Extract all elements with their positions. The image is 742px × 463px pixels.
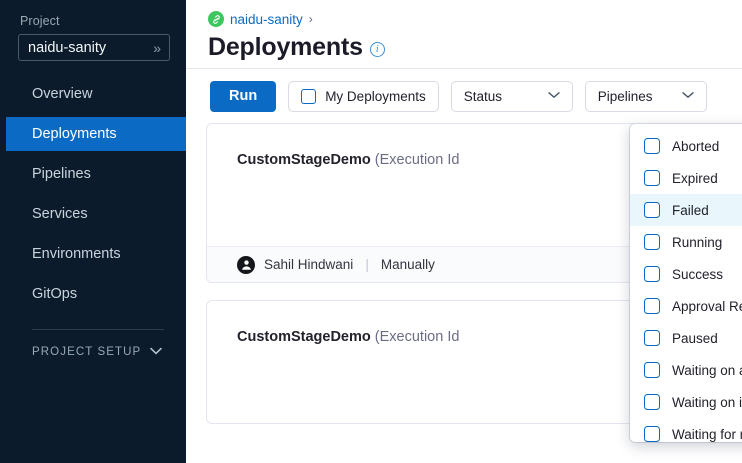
status-option-label: Waiting for resources: [672, 427, 742, 442]
breadcrumb-link-project[interactable]: naidu-sanity: [230, 12, 303, 27]
status-option-label: Waiting on intervention: [672, 395, 742, 410]
footer-separator: |: [365, 257, 369, 272]
status-option-label: Approval Rejected: [672, 299, 742, 314]
project-selector-value: naidu-sanity: [28, 40, 153, 56]
status-option-paused[interactable]: Paused: [630, 322, 742, 354]
chevron-down-icon: [682, 90, 694, 102]
main-content: naidu-sanity › Deployments i CustomStage…: [186, 0, 742, 463]
status-filter-label: Status: [464, 89, 502, 104]
deployment-trigger: Manually: [381, 257, 435, 272]
checkbox-box[interactable]: [644, 330, 660, 346]
checkbox-box[interactable]: [644, 266, 660, 282]
status-option-waiting-on-approval[interactable]: Waiting on approval: [630, 354, 742, 386]
status-option-running[interactable]: Running: [630, 226, 742, 258]
sidebar-item-environments[interactable]: Environments: [0, 237, 186, 271]
checkbox-box[interactable]: [644, 202, 660, 218]
status-option-failed[interactable]: Failed: [630, 194, 742, 226]
checkbox-box[interactable]: [644, 170, 660, 186]
chevron-down-icon: [150, 346, 162, 358]
sidebar-item-overview[interactable]: Overview: [0, 77, 186, 111]
page-title: Deployments: [208, 33, 363, 62]
checkbox-box[interactable]: [644, 362, 660, 378]
status-option-label: Running: [672, 235, 722, 250]
deployment-user: Sahil Hindwani: [264, 257, 353, 272]
deployment-execution-id: (Execution Id: [375, 329, 460, 345]
sidebar-item-services[interactable]: Services: [0, 197, 186, 231]
checkbox-box[interactable]: [301, 89, 316, 104]
status-option-waiting-for-resources[interactable]: Waiting for resources: [630, 418, 742, 442]
avatar: [237, 256, 255, 274]
deployment-name: CustomStageDemo: [237, 152, 371, 168]
status-option-label: Paused: [672, 331, 718, 346]
pipelines-filter-dropdown[interactable]: Pipelines: [585, 81, 707, 112]
status-option-label: Waiting on approval: [672, 363, 742, 378]
sidebar: Project naidu-sanity » Overview Deployme…: [0, 0, 186, 463]
status-option-label: Aborted: [672, 139, 719, 154]
project-badge-icon: [208, 11, 224, 27]
checkbox-box[interactable]: [644, 138, 660, 154]
my-deployments-checkbox[interactable]: My Deployments: [288, 81, 439, 112]
info-icon[interactable]: i: [370, 42, 385, 57]
filters-toolbar: Run My Deployments Status Pipelines: [186, 69, 742, 123]
checkbox-box[interactable]: [644, 234, 660, 250]
my-deployments-label: My Deployments: [325, 89, 426, 104]
sidebar-item-gitops[interactable]: GitOps: [0, 277, 186, 311]
sidebar-item-pipelines[interactable]: Pipelines: [0, 157, 186, 191]
status-dropdown-menu[interactable]: Aborted Expired Failed Running Success A…: [630, 124, 742, 442]
status-option-expired[interactable]: Expired: [630, 162, 742, 194]
sidebar-section-label: PROJECT SETUP: [32, 346, 141, 358]
checkbox-box[interactable]: [644, 426, 660, 442]
status-option-label: Failed: [672, 203, 709, 218]
pipelines-filter-label: Pipelines: [598, 89, 653, 104]
deployment-name: CustomStageDemo: [237, 329, 371, 345]
sidebar-divider: [32, 329, 164, 330]
checkbox-box[interactable]: [644, 298, 660, 314]
status-option-label: Success: [672, 267, 723, 282]
sidebar-section-project-setup[interactable]: PROJECT SETUP: [0, 346, 186, 358]
status-option-aborted[interactable]: Aborted: [630, 130, 742, 162]
sidebar-item-deployments[interactable]: Deployments: [6, 117, 186, 151]
deployment-execution-id: (Execution Id: [375, 152, 460, 168]
status-option-label: Expired: [672, 171, 718, 186]
breadcrumb-separator: ›: [309, 12, 313, 26]
status-option-approval-rejected[interactable]: Approval Rejected: [630, 290, 742, 322]
title-row: Deployments i: [208, 33, 742, 62]
page-header: naidu-sanity › Deployments i: [186, 0, 742, 69]
checkbox-box[interactable]: [644, 394, 660, 410]
project-selector[interactable]: naidu-sanity »: [18, 34, 170, 61]
sidebar-nav: Overview Deployments Pipelines Services …: [0, 77, 186, 311]
project-label: Project: [0, 0, 186, 34]
status-filter-dropdown[interactable]: Status: [451, 81, 573, 112]
status-option-success[interactable]: Success: [630, 258, 742, 290]
chevron-right-double-icon: »: [153, 41, 161, 55]
run-button[interactable]: Run: [210, 81, 276, 112]
breadcrumb: naidu-sanity ›: [208, 9, 742, 29]
chevron-down-icon: [548, 90, 560, 102]
status-option-waiting-on-intervention[interactable]: Waiting on intervention: [630, 386, 742, 418]
